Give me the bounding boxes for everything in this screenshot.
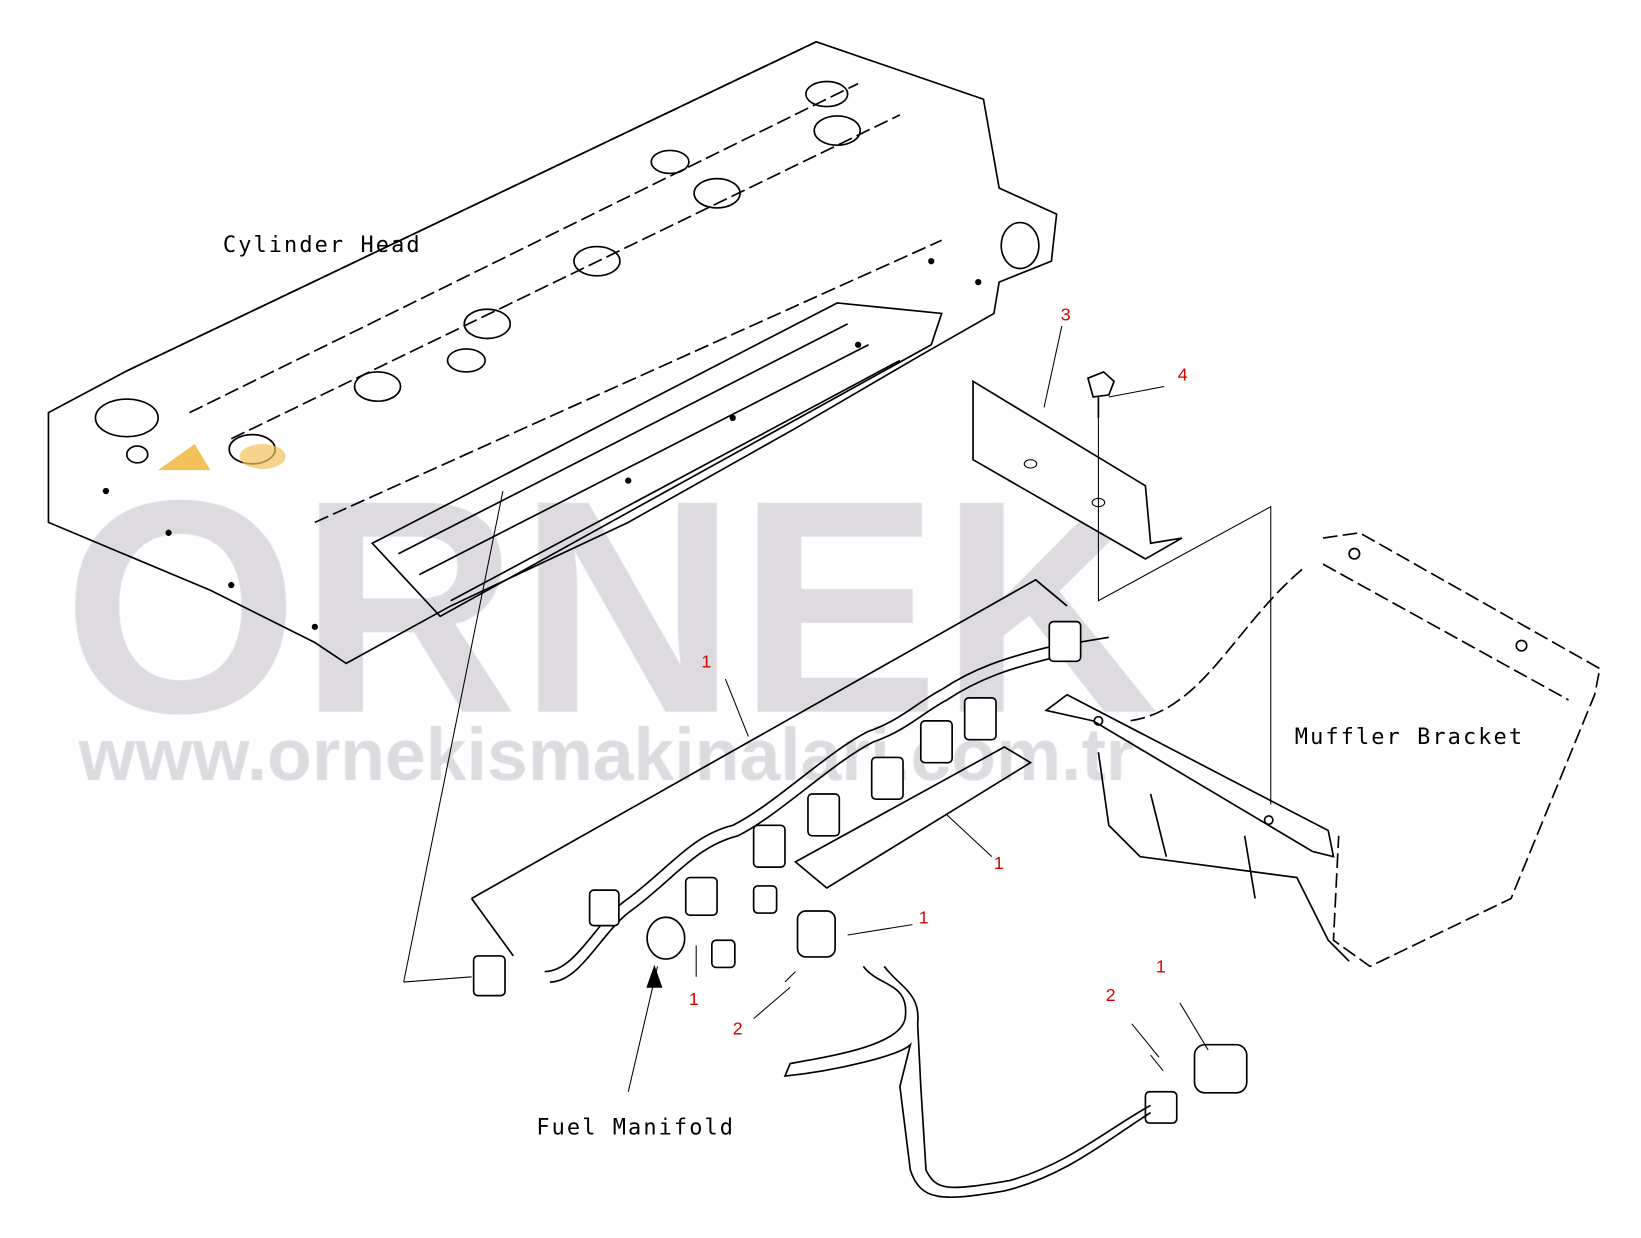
callout-2: 2 xyxy=(733,1018,743,1038)
cylinder-head-drawing xyxy=(47,40,1058,665)
callout-3: 3 xyxy=(1061,305,1071,325)
callout-1: 1 xyxy=(994,853,1004,873)
label-muffler-bracket: Muffler Bracket xyxy=(1295,725,1524,750)
callout-1: 1 xyxy=(701,652,711,672)
plate-part-3 xyxy=(972,379,1183,560)
label-cylinder-head: Cylinder Head xyxy=(223,233,422,258)
leader-lines xyxy=(403,325,1209,1092)
bolt-part-4 xyxy=(1086,370,1116,418)
muffler-bracket-drawing xyxy=(1044,531,1601,968)
callout-2: 2 xyxy=(1106,985,1116,1005)
fuel-manifold-drawing xyxy=(470,578,1248,1199)
callout-1: 1 xyxy=(919,908,929,928)
label-fuel-manifold: Fuel Manifold xyxy=(536,1116,735,1141)
highlight-mark xyxy=(158,444,211,471)
callout-1: 1 xyxy=(689,989,699,1009)
callout-1: 1 xyxy=(1156,957,1166,977)
callout-4: 4 xyxy=(1178,364,1188,384)
